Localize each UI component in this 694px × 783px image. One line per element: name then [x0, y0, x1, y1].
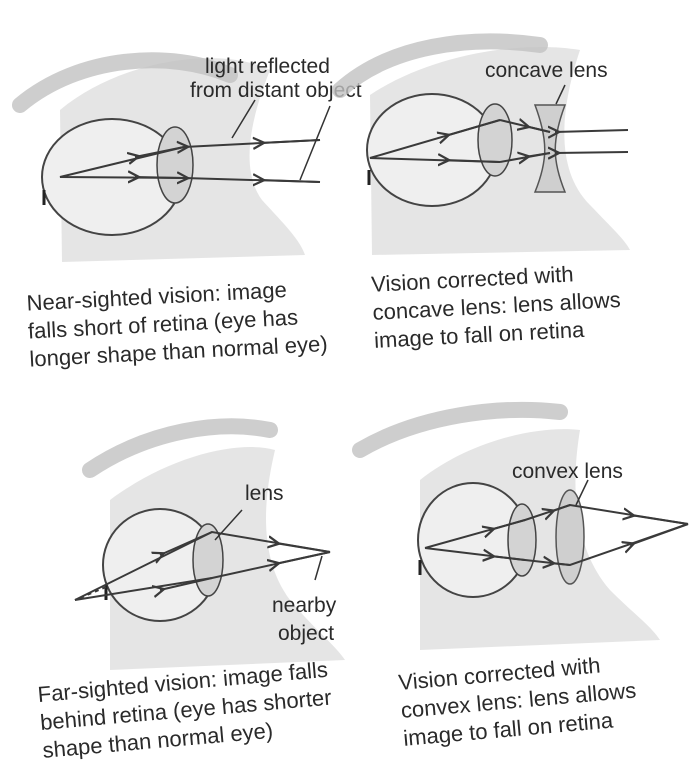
caption-nearsighted: Near-sighted vision: image falls short o…: [26, 275, 328, 372]
caption-convex-corrected: Vision corrected with convex lens: lens …: [397, 649, 645, 751]
leader-nearby-object: [315, 556, 322, 580]
ray-top-incoming: [555, 130, 628, 132]
eyeball: [367, 94, 497, 206]
ray-bottom-incoming: [555, 152, 628, 153]
ray-top-arrow-a: [630, 515, 688, 524]
panel-concave-corrected: concave lens Vision corrected with conca…: [340, 41, 630, 352]
label-lens: lens: [245, 482, 284, 505]
label-concave-lens: concave lens: [485, 59, 608, 82]
cornea: [508, 504, 536, 576]
leader-convex-lens: [576, 480, 588, 505]
caption-farsighted: Far-sighted vision: image falls behind r…: [37, 656, 341, 763]
cornea: [478, 104, 512, 176]
cornea: [157, 127, 193, 203]
label-nearby-line1: nearby: [272, 594, 337, 617]
panel-nearsighted: light reflected from distant object Near…: [20, 55, 362, 372]
caption-concave-corrected: Vision corrected with concave lens: lens…: [371, 259, 629, 353]
label-convex-lens: convex lens: [512, 460, 623, 483]
panel-farsighted: lens nearby object Far-sighted vision: i…: [37, 426, 345, 762]
ray-top-arrow-mid: [260, 140, 320, 143]
ray-bottom-inner-arrow: [135, 177, 184, 178]
ray-top-arrow-out: [275, 543, 330, 552]
leader-light-to-ray-bottom: [300, 106, 330, 180]
panel-convex-corrected: convex lens Vision corrected with convex…: [360, 410, 688, 751]
ray-bottom-arrow-a: [630, 524, 688, 545]
label-nearby-line2: object: [278, 622, 334, 645]
ray-bottom-arrow-mid: [260, 180, 320, 182]
label-light-line1: light reflected: [205, 55, 330, 78]
